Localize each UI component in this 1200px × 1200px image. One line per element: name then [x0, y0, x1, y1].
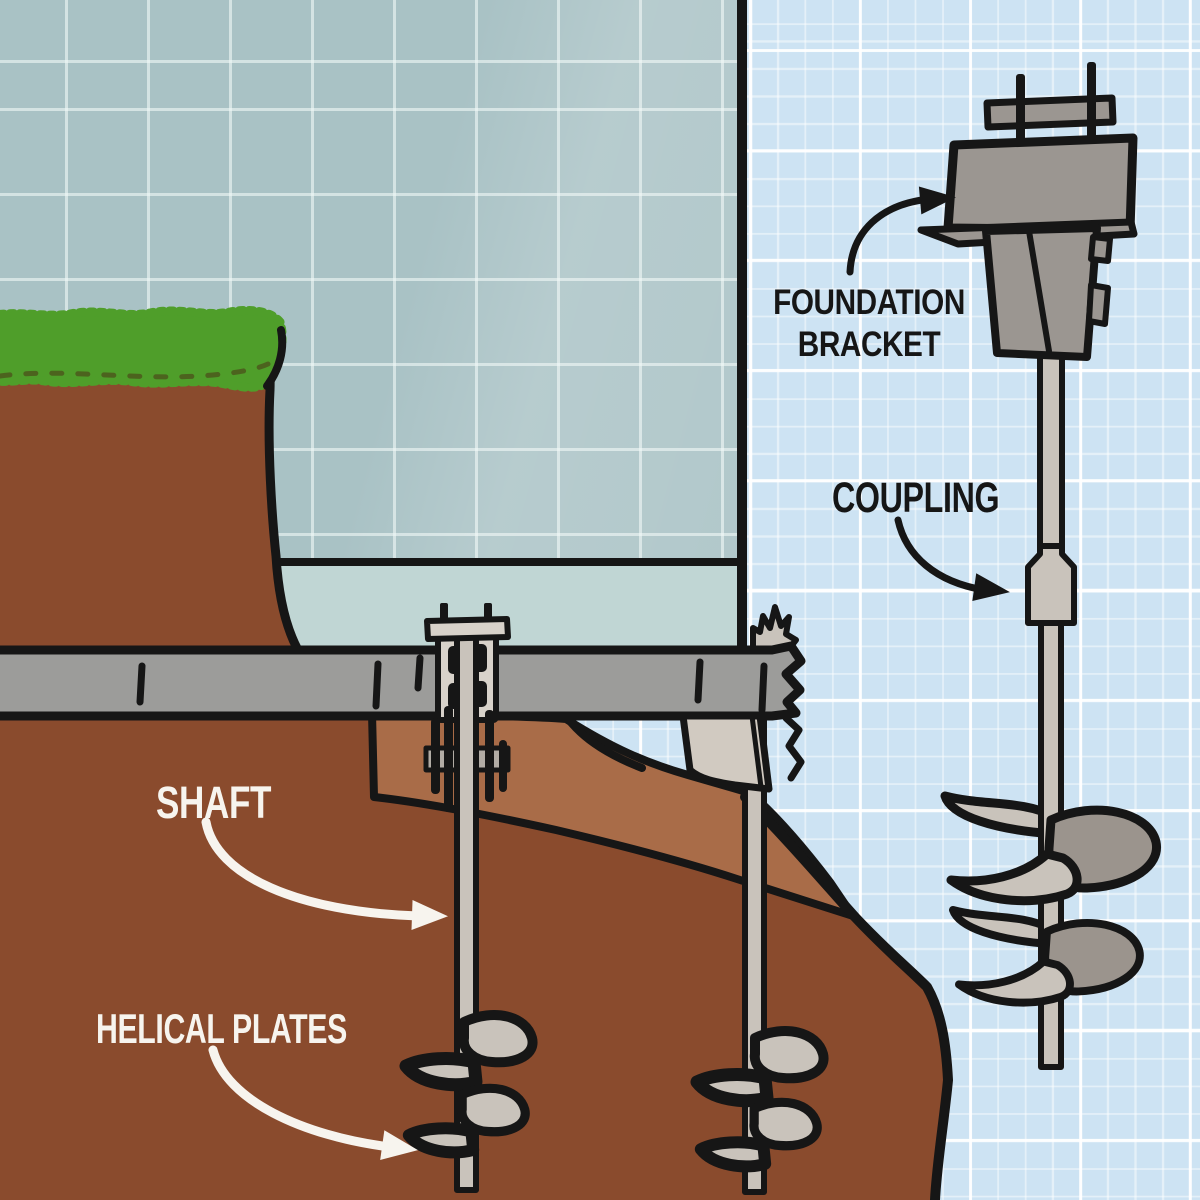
- helical-plate-back-wing: [949, 906, 1054, 948]
- beam-body: [0, 641, 806, 721]
- helical-plates-arrow: [208, 1045, 418, 1160]
- bracket-side-tab: [1088, 234, 1113, 264]
- middle-foundation-bracket: [679, 712, 773, 793]
- pier-coupling: [1025, 543, 1077, 626]
- bracket-side-tab: [1086, 282, 1111, 327]
- bracket-body: [943, 133, 1138, 235]
- helical-plate: [690, 1026, 829, 1108]
- callout-arrows: [201, 186, 1010, 1160]
- foundation-bracket-label: FOUNDATION BRACKET: [773, 283, 965, 364]
- bracket-sleeve-crease: [1026, 228, 1052, 354]
- beam-tick-marks: [136, 654, 768, 714]
- shaft-label: SHAFT: [156, 777, 272, 828]
- left-bracket-clamp-rods: [431, 706, 507, 812]
- left-helical-pier: [399, 603, 538, 1193]
- helical-plate-back-wing: [940, 791, 1060, 839]
- soil-above-grade: [0, 342, 304, 705]
- coupling-label: COUPLING: [832, 474, 1000, 522]
- grass-right-edge: [263, 326, 287, 390]
- middle-bracket-crease: [749, 713, 764, 790]
- footing-beam: [0, 641, 806, 721]
- foundation-bracket: [917, 62, 1138, 361]
- wall-grade-line: [0, 558, 747, 566]
- bracket-threaded-rods: [1016, 62, 1096, 144]
- helical-plate: [402, 1083, 530, 1159]
- wall-right-edge: [737, 0, 747, 656]
- helical-plates-label: HELICAL PLATES: [96, 1005, 347, 1052]
- pier-shaft: [1037, 347, 1065, 553]
- helical-plate: [399, 1010, 538, 1092]
- helical-plate: [955, 919, 1144, 1007]
- helical-plate: [946, 805, 1161, 906]
- left-bracket-tee-bar: [424, 616, 511, 642]
- middle-helical-pier: [679, 712, 829, 1195]
- coupling-arrow: [894, 516, 1010, 601]
- soil-mound-edge: [740, 792, 953, 1200]
- helical-plate: [694, 1097, 822, 1173]
- middle-tear-mark: [782, 714, 805, 782]
- detail-helical-pier: [917, 62, 1161, 1070]
- foundation-bracket-arrow: [846, 186, 956, 276]
- shaft-arrow: [201, 817, 448, 931]
- grass: [0, 305, 287, 392]
